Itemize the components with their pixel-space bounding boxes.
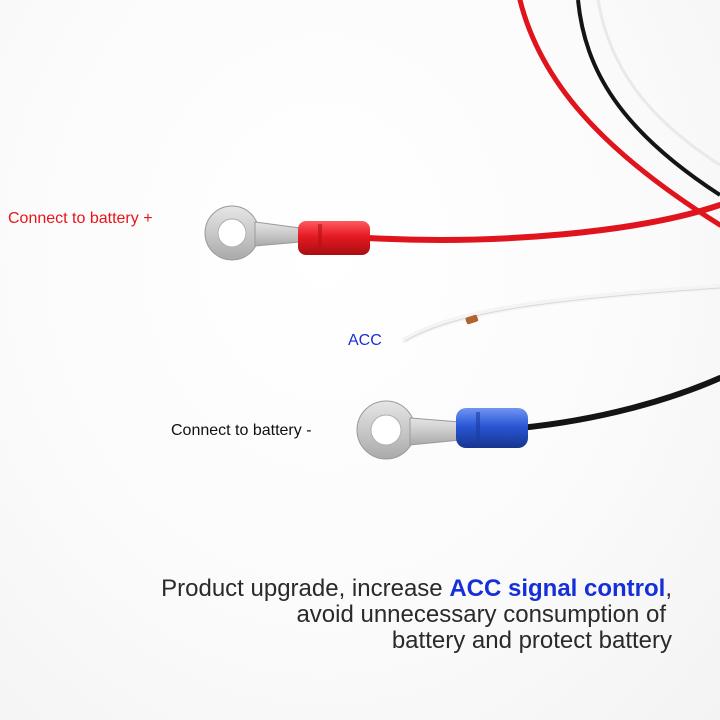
caption-line-3: battery and protect battery <box>391 627 672 654</box>
caption-highlight: ACC signal control <box>449 575 666 602</box>
acc-copper-tip <box>465 314 479 325</box>
caption-line-1: Product upgrade, increase ACC signal con… <box>161 575 672 602</box>
red-wire <box>365 202 720 243</box>
negative-ring-terminal <box>356 400 528 460</box>
acc-label: ACC <box>348 332 382 349</box>
positive-terminal-label: Connect to battery + <box>8 210 153 227</box>
negative-terminal-label: Connect to battery - <box>171 422 312 439</box>
red-wire-upper <box>517 0 720 228</box>
black-wire <box>517 375 720 431</box>
white-wire-upper <box>596 0 720 167</box>
acc-white-wire <box>402 284 720 343</box>
positive-ring-terminal <box>204 205 370 261</box>
caption-line-2: avoid unnecessary consumption of <box>296 601 666 628</box>
black-wire-upper <box>576 0 720 197</box>
product-caption: Product upgrade, increase ACC signal con… <box>161 576 672 654</box>
